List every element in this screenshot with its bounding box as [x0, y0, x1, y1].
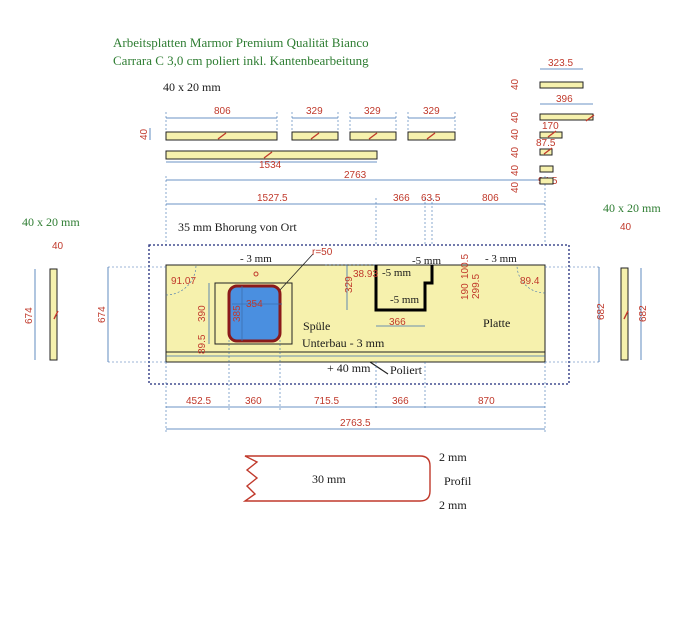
strip-width-3: 329 — [364, 106, 381, 117]
overall-width: 2763 — [344, 170, 367, 181]
part-height-1: 40 — [510, 78, 521, 90]
small-part-2 — [539, 113, 594, 121]
side-right-length: 682 — [638, 305, 649, 322]
notch-width-dim: 366 — [389, 317, 406, 328]
minus3-left-label: - 3 mm — [240, 253, 272, 265]
right-height-dim: 682 — [596, 303, 607, 320]
top-dim-1: 1527.5 — [257, 193, 288, 204]
strip-width-4: 329 — [423, 106, 440, 117]
profile-shape — [242, 455, 431, 502]
bottom-dim-1: 452.5 — [186, 396, 211, 407]
side-panel-left: 40 x 20 mm 40 674 — [22, 215, 80, 361]
step-c-dim: 299.5 — [471, 274, 482, 299]
part-width-2: 396 — [556, 94, 573, 105]
overall-dimension: 2763 — [165, 170, 546, 245]
front-edge-strip — [165, 351, 546, 363]
profile-bottom: 2 mm — [439, 498, 467, 512]
profile-label: Profil — [444, 474, 472, 488]
tap-hole — [253, 271, 259, 277]
left-height-dim: 674 — [97, 306, 108, 323]
side-left-length: 674 — [24, 307, 35, 324]
profile-top: 2 mm — [439, 450, 467, 464]
part-height-5: 40 — [510, 164, 521, 176]
part-width-3: 170 — [542, 121, 559, 132]
minus5-c-label: -5 mm — [390, 294, 419, 306]
strips-group-label: 40 x 20 mm — [163, 80, 221, 94]
sink-frame — [214, 282, 293, 345]
unterbau-label: Unterbau - 3 mm — [302, 336, 385, 350]
minus3-right-label: - 3 mm — [485, 253, 517, 265]
bore-note: 35 mm Bhorung von Ort — [178, 220, 297, 234]
bottom-total-dim: 2763.5 — [340, 418, 371, 429]
side-right-width: 40 — [620, 222, 632, 233]
step-b-dim: 100.5 — [460, 254, 471, 279]
header-line-2: Carrara C 3,0 cm poliert inkl. Kantenbea… — [113, 53, 369, 68]
poliert-label: Poliert — [390, 363, 423, 377]
edge-strip-row: 806 329 329 329 40 — [139, 106, 456, 141]
small-part-1 — [539, 81, 584, 89]
bottom-dimension-row: 452.5 360 715.5 366 870 2763.5 — [165, 340, 546, 432]
part-height-2: 40 — [510, 111, 521, 123]
sink-height-dim: 385 — [232, 305, 243, 322]
minus5-a-label: -5 mm — [382, 267, 411, 279]
height-dimensions: 674 682 — [97, 266, 607, 363]
part-height-4: 40 — [510, 146, 521, 158]
top-dimension-row: 1527.5 366 63.5 806 — [166, 193, 545, 245]
corner-right-dim: 89.4 — [520, 276, 540, 287]
corner-left-dim: 91.07 — [171, 276, 196, 287]
bottom-dim-4: 366 — [392, 396, 409, 407]
outline-dashed — [148, 244, 570, 385]
side-left-label: 40 x 20 mm — [22, 215, 80, 229]
bottom-dim-5: 870 — [478, 396, 495, 407]
sink-offset-dim: 89.5 — [197, 334, 208, 354]
part-height-6: 40 — [510, 181, 521, 193]
main-labels: r=50 - 3 mm -5 mm -5 mm -5 mm - 3 mm Spü… — [171, 247, 540, 377]
profile-thickness: 30 mm — [312, 472, 346, 486]
strip-width-2: 329 — [306, 106, 323, 117]
platte-label: Platte — [483, 316, 510, 330]
small-part-5 — [539, 165, 554, 173]
part-width-4: 87.5 — [536, 138, 556, 149]
strip-height: 40 — [139, 128, 150, 140]
side-right-strip — [620, 267, 629, 361]
notch-cutout — [374, 265, 434, 312]
notch-depth-2-dim: 38.93 — [353, 269, 378, 280]
part-width-1: 323.5 — [548, 58, 573, 69]
plus40-label: + 40 mm — [327, 361, 371, 375]
sink-width-dim: 354 — [246, 299, 263, 310]
side-panel-right: 40 x 20 mm 40 682 — [603, 201, 661, 361]
edge-profile: 30 mm 2 mm Profil 2 mm — [242, 450, 472, 512]
bottom-dim-3: 715.5 — [314, 396, 339, 407]
top-dim-2: 366 — [393, 193, 410, 204]
part-height-3: 40 — [510, 128, 521, 140]
small-part-6 — [539, 177, 554, 185]
top-dim-3: 63.5 — [421, 193, 441, 204]
radius-label: r=50 — [312, 247, 333, 258]
sink-cut-height-dim: 390 — [197, 305, 208, 322]
long-strip: 1534 — [165, 150, 378, 171]
small-parts: 323.5 40 396 40 170 40 87.5 40 40 94.5 4… — [510, 58, 595, 193]
step-a-dim: 190 — [460, 283, 471, 300]
strip-width-1: 806 — [214, 106, 231, 117]
side-right-label: 40 x 20 mm — [603, 201, 661, 215]
long-strip-width: 1534 — [259, 160, 282, 171]
top-dim-4: 806 — [482, 193, 499, 204]
long-edge-strip — [165, 150, 378, 160]
header-line-1: Arbeitsplatten Marmor Premium Qualität B… — [113, 35, 369, 50]
bottom-dim-2: 360 — [245, 396, 262, 407]
notch-depth-1-dim: 329 — [344, 276, 355, 293]
side-left-width: 40 — [52, 241, 64, 252]
spuele-label: Spüle — [303, 319, 330, 333]
minus5-b-label: -5 mm — [412, 255, 441, 267]
